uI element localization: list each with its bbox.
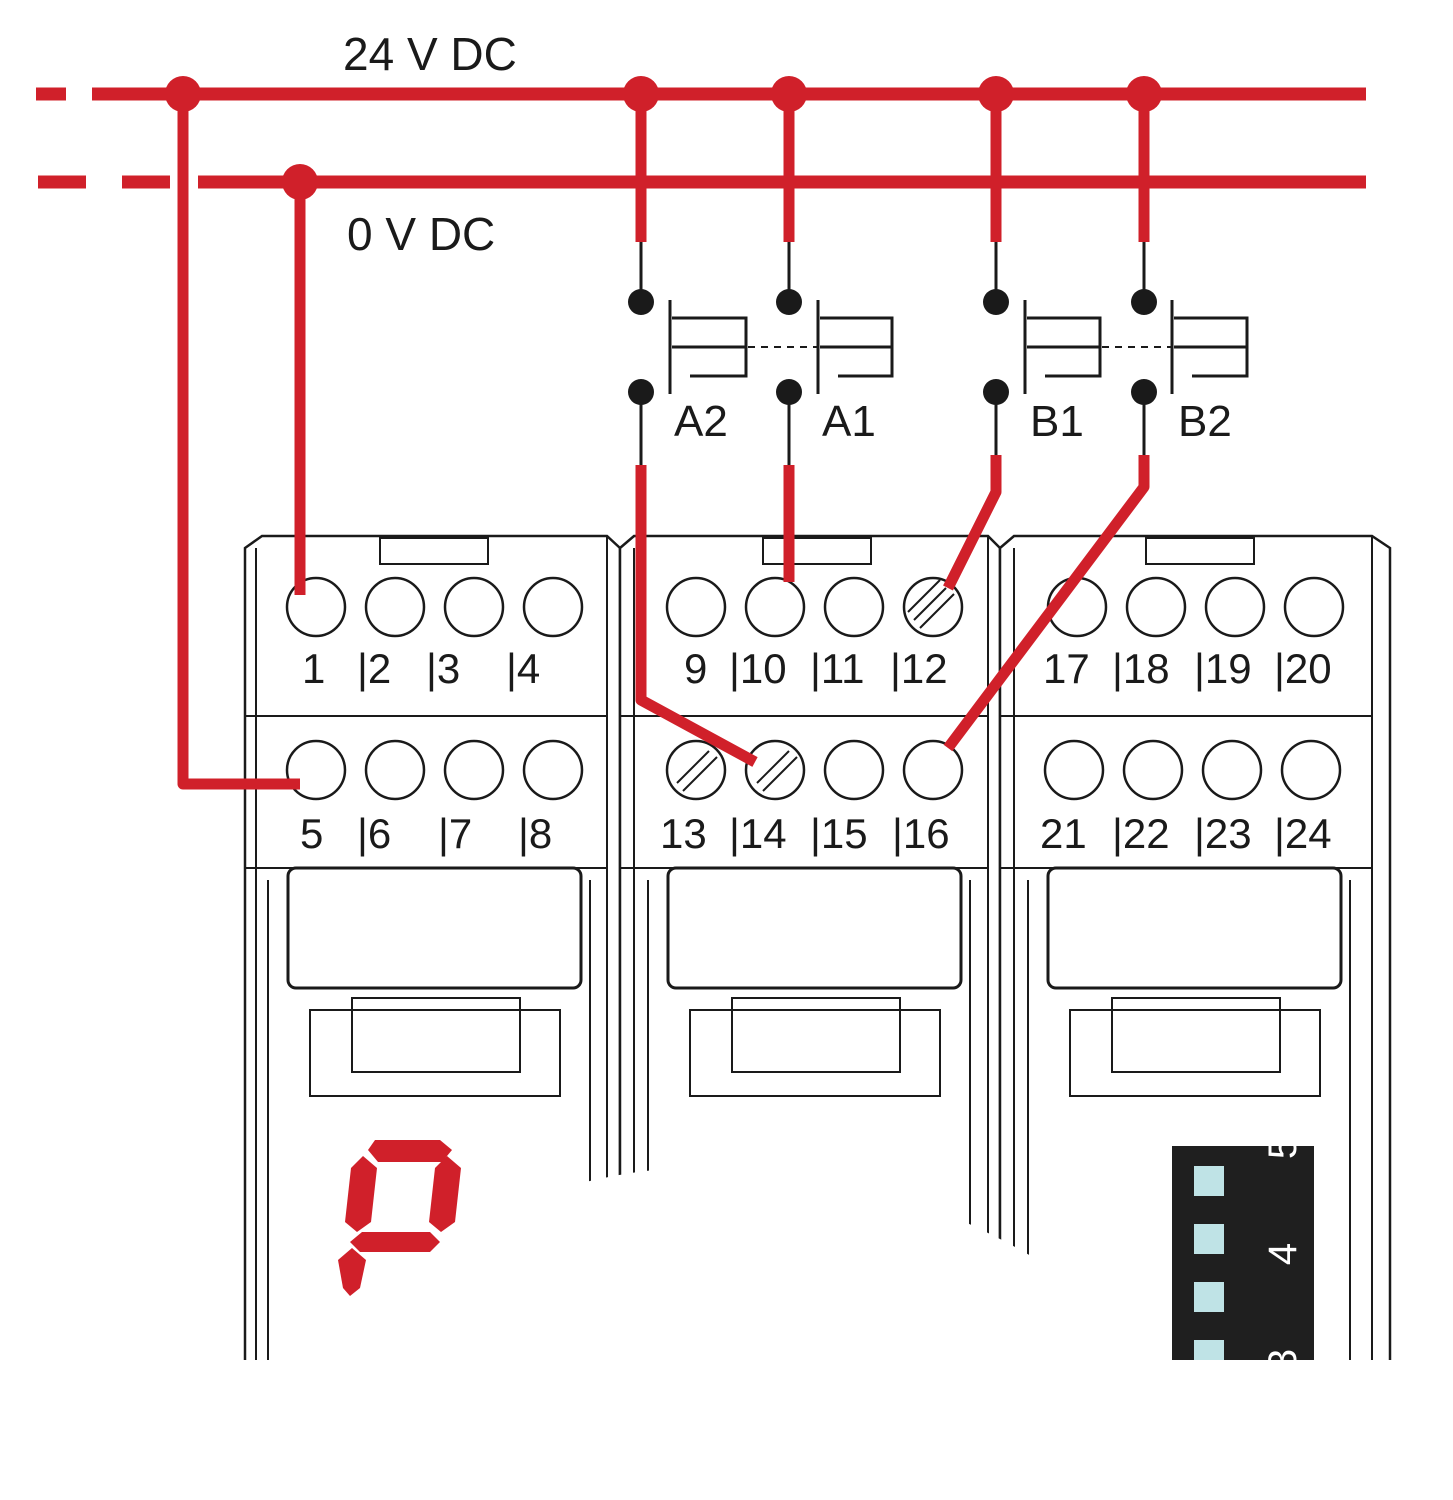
module-front-panels xyxy=(267,866,1351,1360)
terminal-4 xyxy=(522,576,584,638)
junction-dot xyxy=(282,164,318,200)
wire-a2-to-terminal-14 xyxy=(635,465,758,767)
terminal-20 xyxy=(1283,576,1345,638)
dip-switch-5 xyxy=(1194,1166,1224,1196)
terminal-6 xyxy=(364,739,426,801)
terminal-label: |19 xyxy=(1194,645,1252,692)
power-rails: 24 V DC 0 V DC xyxy=(36,28,1366,260)
terminal-label: |3 xyxy=(426,645,460,692)
terminal-label: |24 xyxy=(1274,810,1332,857)
terminal-16 xyxy=(902,739,964,801)
terminal-label: 13 xyxy=(660,810,707,857)
wire-b1-to-terminal-12 xyxy=(943,455,1002,591)
switch-label-a2: A2 xyxy=(674,397,728,446)
terminal-11 xyxy=(823,576,885,638)
terminal-label: |2 xyxy=(357,645,391,692)
switch-b: B1 B2 xyxy=(1023,300,1249,446)
terminal-label: |12 xyxy=(890,645,948,692)
terminal-label: |18 xyxy=(1112,645,1170,692)
terminal-label: |22 xyxy=(1112,810,1170,857)
terminal-block: 1 |2 |3 |4 9 |10 |11 |12 17 |18 |19 |20 … xyxy=(285,576,1345,857)
supply-wiring xyxy=(165,76,318,790)
terminal-5 xyxy=(285,739,347,801)
terminal-2 xyxy=(364,576,426,638)
dip-switch: 5 4 3 xyxy=(1172,1137,1314,1371)
terminal-label: |10 xyxy=(729,645,787,692)
terminal-24 xyxy=(1280,739,1342,801)
terminal-22 xyxy=(1122,739,1184,801)
switch-label-b2: B2 xyxy=(1178,397,1232,446)
terminal-21 xyxy=(1043,739,1105,801)
junction-dot xyxy=(1126,76,1162,112)
contact-a2 xyxy=(668,300,748,394)
terminal-screws-bottom-row xyxy=(285,739,1342,801)
rail-0v: 0 V DC xyxy=(38,175,1366,260)
terminal-7 xyxy=(443,739,505,801)
terminal-hatching xyxy=(676,579,955,792)
terminal-label: 9 xyxy=(684,645,707,692)
terminal-label: |16 xyxy=(892,810,950,857)
rail-24v-label: 24 V DC xyxy=(343,28,517,80)
switch-label-b1: B1 xyxy=(1030,397,1084,446)
terminal-labels-top: 1 |2 |3 |4 9 |10 |11 |12 17 |18 |19 |20 xyxy=(302,645,1332,692)
contact-b1 xyxy=(1023,300,1102,394)
switch-label-a1: A1 xyxy=(822,397,876,446)
terminal-14 xyxy=(744,739,806,801)
terminal-label: 17 xyxy=(1043,645,1090,692)
terminal-label: |11 xyxy=(810,645,865,692)
switch-wiring xyxy=(623,76,1162,767)
wire-24v-to-terminal-5 xyxy=(177,94,300,790)
terminal-12 xyxy=(902,576,964,638)
terminal-15 xyxy=(823,739,885,801)
terminal-label: |15 xyxy=(810,810,868,857)
contact-b2 xyxy=(1170,300,1249,394)
terminal-label: |7 xyxy=(438,810,472,857)
terminal-label: |23 xyxy=(1194,810,1252,857)
terminal-label: 1 xyxy=(302,645,325,692)
terminal-label: 21 xyxy=(1040,810,1087,857)
dip-label-4: 4 xyxy=(1261,1243,1305,1265)
terminal-screws-top-row xyxy=(285,576,1345,638)
terminal-10 xyxy=(744,576,806,638)
junction-dot xyxy=(978,76,1014,112)
terminal-8 xyxy=(522,739,584,801)
dip-label-3: 3 xyxy=(1261,1349,1305,1371)
terminal-19 xyxy=(1204,576,1266,638)
switch-a: A2 A1 xyxy=(668,300,894,446)
terminal-label: |14 xyxy=(729,810,787,857)
terminal-label: |20 xyxy=(1274,645,1332,692)
dip-label-5: 5 xyxy=(1261,1137,1305,1159)
terminal-label: 5 xyxy=(300,810,323,857)
terminal-label: |6 xyxy=(357,810,391,857)
terminal-labels-bottom: 5 |6 |7 |8 13 |14 |15 |16 21 |22 |23 |24 xyxy=(300,810,1332,857)
terminal-label: |8 xyxy=(518,810,552,857)
rail-0v-label: 0 V DC xyxy=(347,208,495,260)
terminal-3 xyxy=(443,576,505,638)
junction-dot xyxy=(623,76,659,112)
terminal-13 xyxy=(665,739,727,801)
dip-switch-4 xyxy=(1194,1224,1224,1254)
wire-b2-to-terminal-16 xyxy=(943,455,1150,752)
junction-dot xyxy=(165,76,201,112)
dip-switch-3 xyxy=(1194,1282,1224,1312)
terminal-label: |4 xyxy=(506,645,540,692)
terminal-18 xyxy=(1125,576,1187,638)
terminal-23 xyxy=(1201,739,1263,801)
terminal-9 xyxy=(665,576,727,638)
junction-dot xyxy=(771,76,807,112)
seven-segment-display xyxy=(338,1140,461,1296)
contact-a1 xyxy=(816,300,894,394)
rail-24v: 24 V DC xyxy=(36,28,1366,101)
